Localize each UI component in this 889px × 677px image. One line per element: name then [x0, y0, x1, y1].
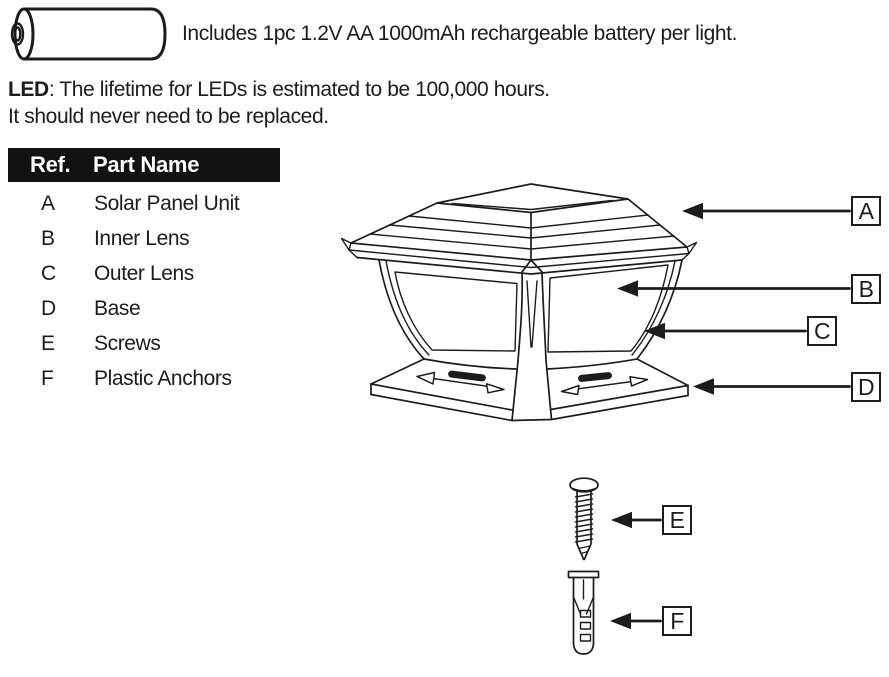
parts-table: Ref. Part Name A Solar Panel Unit B Inne… [8, 148, 280, 396]
battery-note-text: Includes 1pc 1.2V AA 1000mAh rechargeabl… [182, 22, 738, 45]
led-note-line1: LED: The lifetime for LEDs is estimated … [8, 78, 550, 101]
header-part-name: Part Name [93, 152, 200, 177]
figure-label-b: B [851, 274, 881, 304]
part-name: Solar Panel Unit [94, 191, 240, 215]
table-row: A Solar Panel Unit [8, 186, 280, 221]
part-ref: E [41, 331, 55, 355]
part-ref: B [41, 226, 55, 250]
plastic-anchor-drawing [567, 570, 600, 655]
base-embossed-arrow-right [560, 372, 649, 396]
parts-table-rows: A Solar Panel Unit B Inner Lens C Outer … [8, 186, 280, 396]
part-ref: F [41, 366, 54, 390]
figure-label-d: D [851, 372, 881, 402]
part-name: Outer Lens [94, 261, 194, 285]
figure-label-f: F [662, 606, 692, 636]
led-note-label: LED [8, 78, 49, 101]
part-name: Plastic Anchors [94, 366, 232, 390]
leader-arrow-e [611, 511, 662, 529]
post-cap-light-drawing [340, 183, 698, 422]
leader-arrow-b [617, 280, 851, 297]
leader-arrows [610, 202, 851, 630]
parts-table-header: Ref. Part Name [8, 148, 280, 182]
battery-icon [10, 7, 167, 61]
header-ref: Ref. [30, 152, 71, 177]
part-ref: A [41, 191, 55, 215]
led-note: LED: The lifetime for LEDs is estimated … [8, 76, 550, 130]
part-name: Base [94, 296, 141, 320]
table-row: C Outer Lens [8, 256, 280, 291]
figure-label-e: E [662, 505, 692, 535]
table-row: B Inner Lens [8, 221, 280, 256]
part-ref: D [41, 296, 56, 320]
leader-arrow-a [682, 202, 851, 220]
table-row: D Base [8, 291, 280, 326]
base-embossed-arrow-left [416, 370, 505, 394]
table-row: F Plastic Anchors [8, 361, 280, 396]
leader-arrow-c [644, 322, 807, 340]
table-row: E Screws [8, 326, 280, 361]
leader-arrow-d [693, 378, 851, 395]
part-ref: C [41, 261, 56, 285]
led-note-line2: It should never need to be replaced. [8, 105, 329, 128]
part-name: Screws [94, 331, 161, 355]
leader-arrow-f [610, 612, 662, 630]
figure-label-a: A [851, 196, 881, 226]
figure-label-c: C [807, 316, 837, 346]
part-name: Inner Lens [94, 226, 190, 250]
screw-drawing [569, 477, 599, 561]
